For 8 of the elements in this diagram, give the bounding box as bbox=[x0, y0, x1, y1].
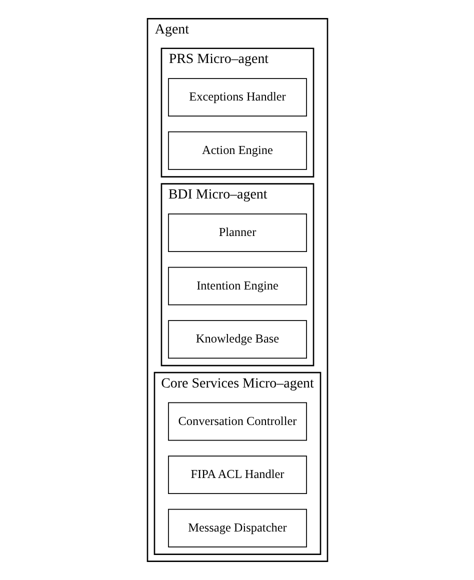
node-box: Planner bbox=[168, 214, 306, 252]
node-box: Message Dispatcher bbox=[168, 508, 306, 548]
node-box: Intention Engine bbox=[168, 266, 306, 306]
node-box: FIPA ACL Handler bbox=[168, 456, 306, 494]
node-box: Exceptions Handler bbox=[168, 78, 306, 117]
node-box: Conversation Controller bbox=[168, 402, 306, 441]
node-box: Knowledge Base bbox=[168, 320, 306, 359]
node-box: Action Engine bbox=[168, 131, 306, 170]
